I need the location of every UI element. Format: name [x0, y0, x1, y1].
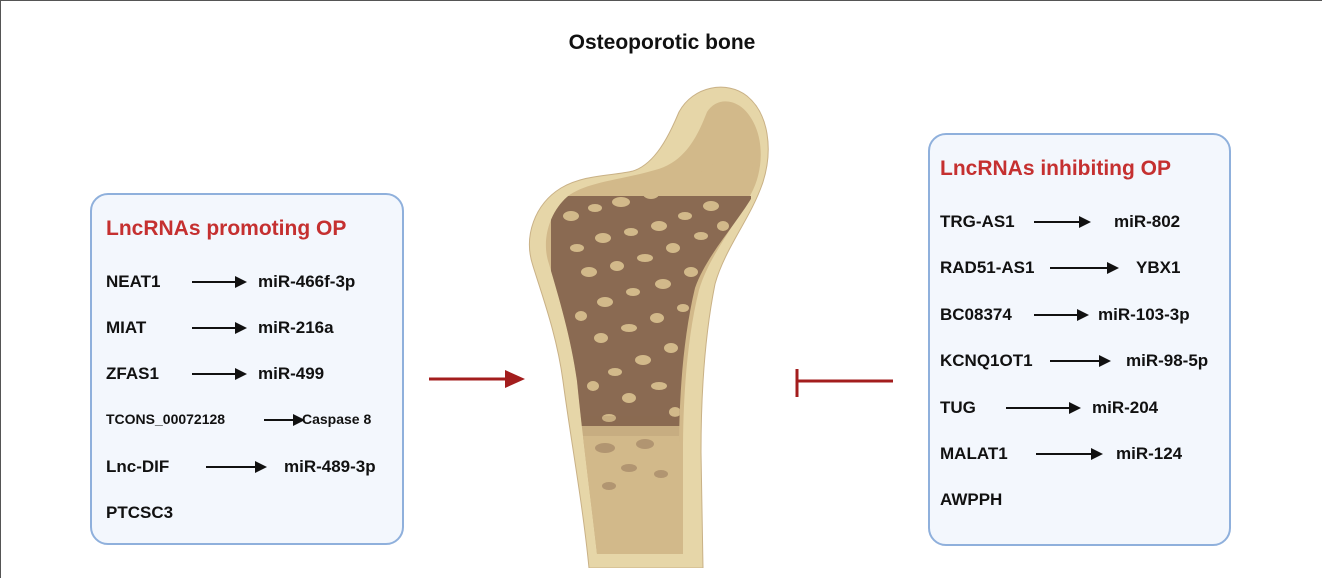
- femur-osteoporotic-icon: [511, 76, 771, 568]
- target-name: miR-499: [258, 364, 324, 384]
- target-name: miR-103-3p: [1098, 305, 1190, 325]
- arrow-icon: [1050, 360, 1108, 362]
- lncrna-name: PTCSC3: [106, 503, 173, 523]
- arrow-icon: [192, 373, 244, 375]
- lncrna-name: TRG-AS1: [940, 212, 1015, 232]
- arrow-icon: [1034, 314, 1086, 316]
- lncrna-name: ZFAS1: [106, 364, 159, 384]
- arrow-icon: [264, 419, 302, 421]
- arrow-icon: [192, 281, 244, 283]
- arrow-icon: [1006, 407, 1078, 409]
- lncrna-name: MIAT: [106, 318, 146, 338]
- target-name: YBX1: [1136, 258, 1180, 278]
- arrow-icon: [1036, 453, 1100, 455]
- lncrna-name: AWPPH: [940, 490, 1002, 510]
- arrow-icon: [192, 327, 244, 329]
- lncrna-name: RAD51-AS1: [940, 258, 1034, 278]
- lncrna-name: TUG: [940, 398, 976, 418]
- target-name: Caspase 8: [302, 411, 371, 427]
- target-name: miR-216a: [258, 318, 334, 338]
- target-name: miR-466f-3p: [258, 272, 355, 292]
- promoting-heading: LncRNAs promoting OP: [106, 217, 346, 241]
- target-name: miR-489-3p: [284, 457, 376, 477]
- promoting-panel: LncRNAs promoting OP NEAT1 miR-466f-3p M…: [90, 193, 404, 545]
- lncrna-name: BC08374: [940, 305, 1012, 325]
- figure-title: Osteoporotic bone: [1, 31, 1322, 55]
- inhibition-bar-icon: [793, 367, 893, 399]
- lncrna-name: NEAT1: [106, 272, 160, 292]
- lncrna-name: TCONS_00072128: [106, 411, 225, 427]
- inhibiting-panel: LncRNAs inhibiting OP TRG-AS1 miR-802 RA…: [928, 133, 1231, 546]
- arrow-icon: [1050, 267, 1116, 269]
- target-name: miR-98-5p: [1126, 351, 1208, 371]
- arrow-icon: [1034, 221, 1088, 223]
- inhibiting-heading: LncRNAs inhibiting OP: [940, 157, 1171, 181]
- lncrna-name: MALAT1: [940, 444, 1008, 464]
- target-name: miR-124: [1116, 444, 1182, 464]
- arrow-icon: [206, 466, 264, 468]
- lncrna-name: Lnc-DIF: [106, 457, 169, 477]
- target-name: miR-204: [1092, 398, 1158, 418]
- target-name: miR-802: [1114, 212, 1180, 232]
- lncrna-name: KCNQ1OT1: [940, 351, 1033, 371]
